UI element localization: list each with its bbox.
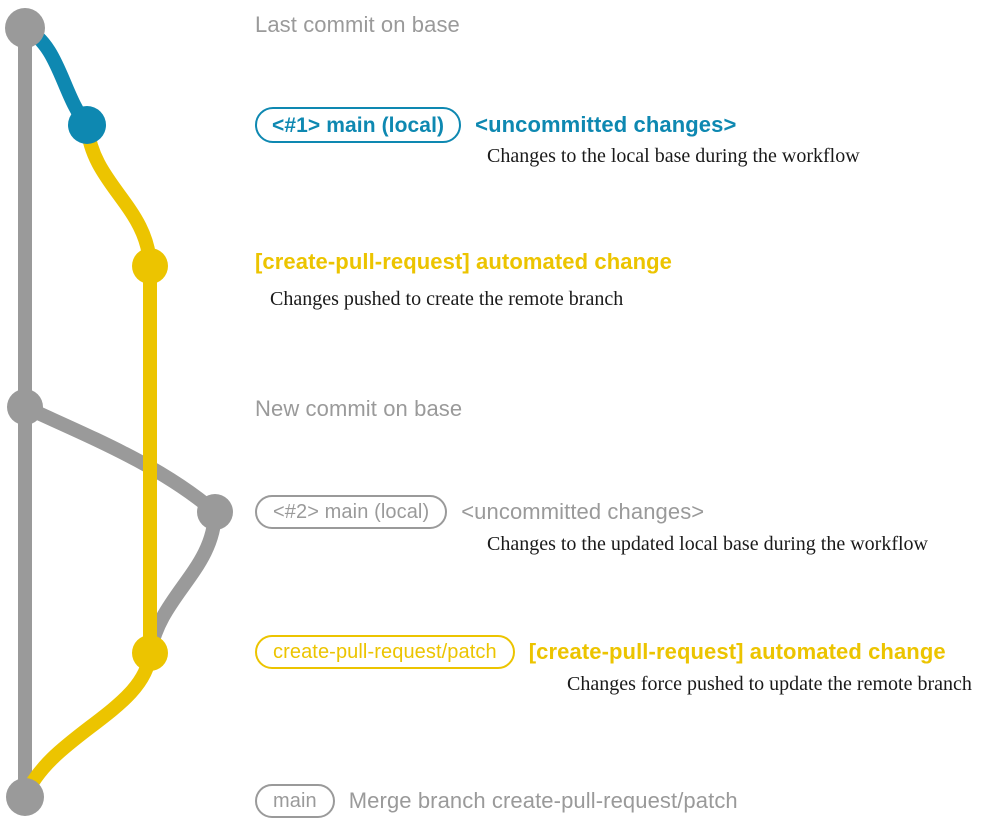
local-branch-line: [18, 21, 94, 132]
node-patch-1[interactable]: [132, 248, 168, 284]
entry-commit-3-title: <uncommitted changes>: [461, 499, 705, 524]
entry-commit-3: <#2> main (local) <uncommitted changes>: [255, 495, 704, 529]
entry-new-commit: New commit on base: [255, 398, 462, 420]
entry-commit-4: create-pull-request/patch [create-pull-r…: [255, 635, 946, 669]
node-patch-2[interactable]: [132, 635, 168, 671]
entry-last-commit: Last commit on base: [255, 14, 460, 36]
patch-branch-line-top: [80, 118, 157, 273]
entry-commit-2: [create-pull-request] automated change: [255, 251, 672, 273]
node-base-merge[interactable]: [6, 778, 44, 816]
entry-merge-title: Merge branch create-pull-request/patch: [348, 788, 738, 813]
entry-new-commit-title: New commit on base: [255, 396, 463, 421]
entry-merge: main Merge branch create-pull-request/pa…: [255, 784, 738, 818]
entry-commit-1: <#1> main (local) <uncommitted changes>: [255, 107, 736, 143]
branch-pill-main-local-1[interactable]: <#1> main (local): [255, 107, 462, 143]
entry-last-commit-title: Last commit on base: [255, 12, 460, 37]
local2-to-patch2-line: [143, 505, 222, 660]
branch-pill-main[interactable]: main: [255, 784, 335, 818]
entry-commit-3-subtitle: Changes to the updated local base during…: [487, 533, 928, 555]
entry-commit-1-title: <uncommitted changes>: [475, 112, 737, 137]
patch-merge-line: [18, 646, 157, 804]
entry-commit-2-title: [create-pull-request] automated change: [255, 249, 672, 274]
branch-pill-main-local-2[interactable]: <#2> main (local): [255, 495, 448, 529]
node-base-new[interactable]: [7, 389, 43, 425]
branch-pill-create-pull-request-patch[interactable]: create-pull-request/patch: [255, 635, 515, 669]
entry-commit-4-subtitle: Changes force pushed to update the remot…: [567, 673, 972, 695]
base-to-local2-line: [18, 400, 222, 519]
entry-commit-2-subtitle: Changes pushed to create the remote bran…: [270, 288, 624, 310]
node-local-1[interactable]: [68, 106, 106, 144]
entry-commit-1-subtitle: Changes to the local base during the wor…: [487, 145, 860, 167]
node-local-2[interactable]: [197, 494, 233, 530]
entry-commit-4-title: [create-pull-request] automated change: [528, 639, 946, 664]
node-base-last[interactable]: [5, 8, 45, 48]
